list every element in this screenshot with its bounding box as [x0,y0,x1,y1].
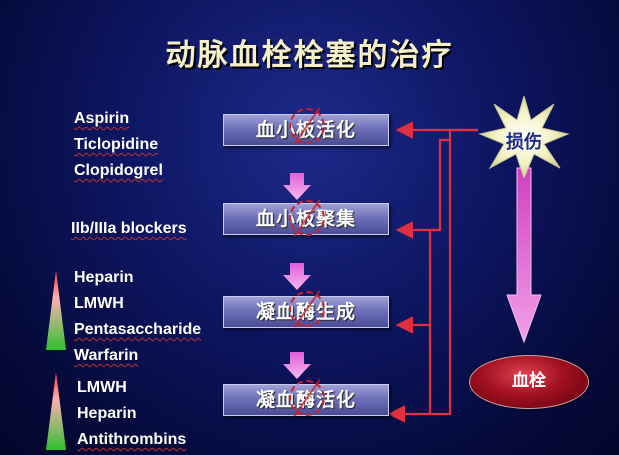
drug-heparin-2: Heparin [77,405,137,422]
drug-aspirin: Aspirin [74,110,130,127]
target-mark-4 [289,380,325,416]
down-arrow-1 [283,173,311,200]
target-mark-2 [289,200,325,236]
injury-label: 损伤 [506,132,542,153]
drug-warfarin: Warfarin [74,347,139,364]
injury-starburst [478,96,570,178]
target-mark-3 [289,291,325,327]
potency-triangle-2 [46,372,66,450]
down-arrow-2 [283,263,311,290]
drug-ticlopidine: Ticlopidine [74,136,159,153]
drug-lmwh: LMWH [74,295,124,312]
target-mark-1 [289,108,325,144]
drug-lmwh-2: LMWH [77,379,127,396]
drug-iib-iiia-blockers: IIb/IIIa blockers [71,220,187,237]
drug-pentasaccharide: Pentasaccharide [74,321,202,338]
page-title: 动脉血栓栓塞的治疗 [165,38,454,73]
drug-heparin: Heparin [74,269,134,286]
drug-clopidogrel: Clopidogrel [74,162,163,179]
clot-ellipse: 血栓 [469,355,589,409]
potency-triangle-1 [46,270,66,350]
down-arrow-3 [283,352,311,379]
drug-antithrombins: Antithrombins [77,431,187,448]
